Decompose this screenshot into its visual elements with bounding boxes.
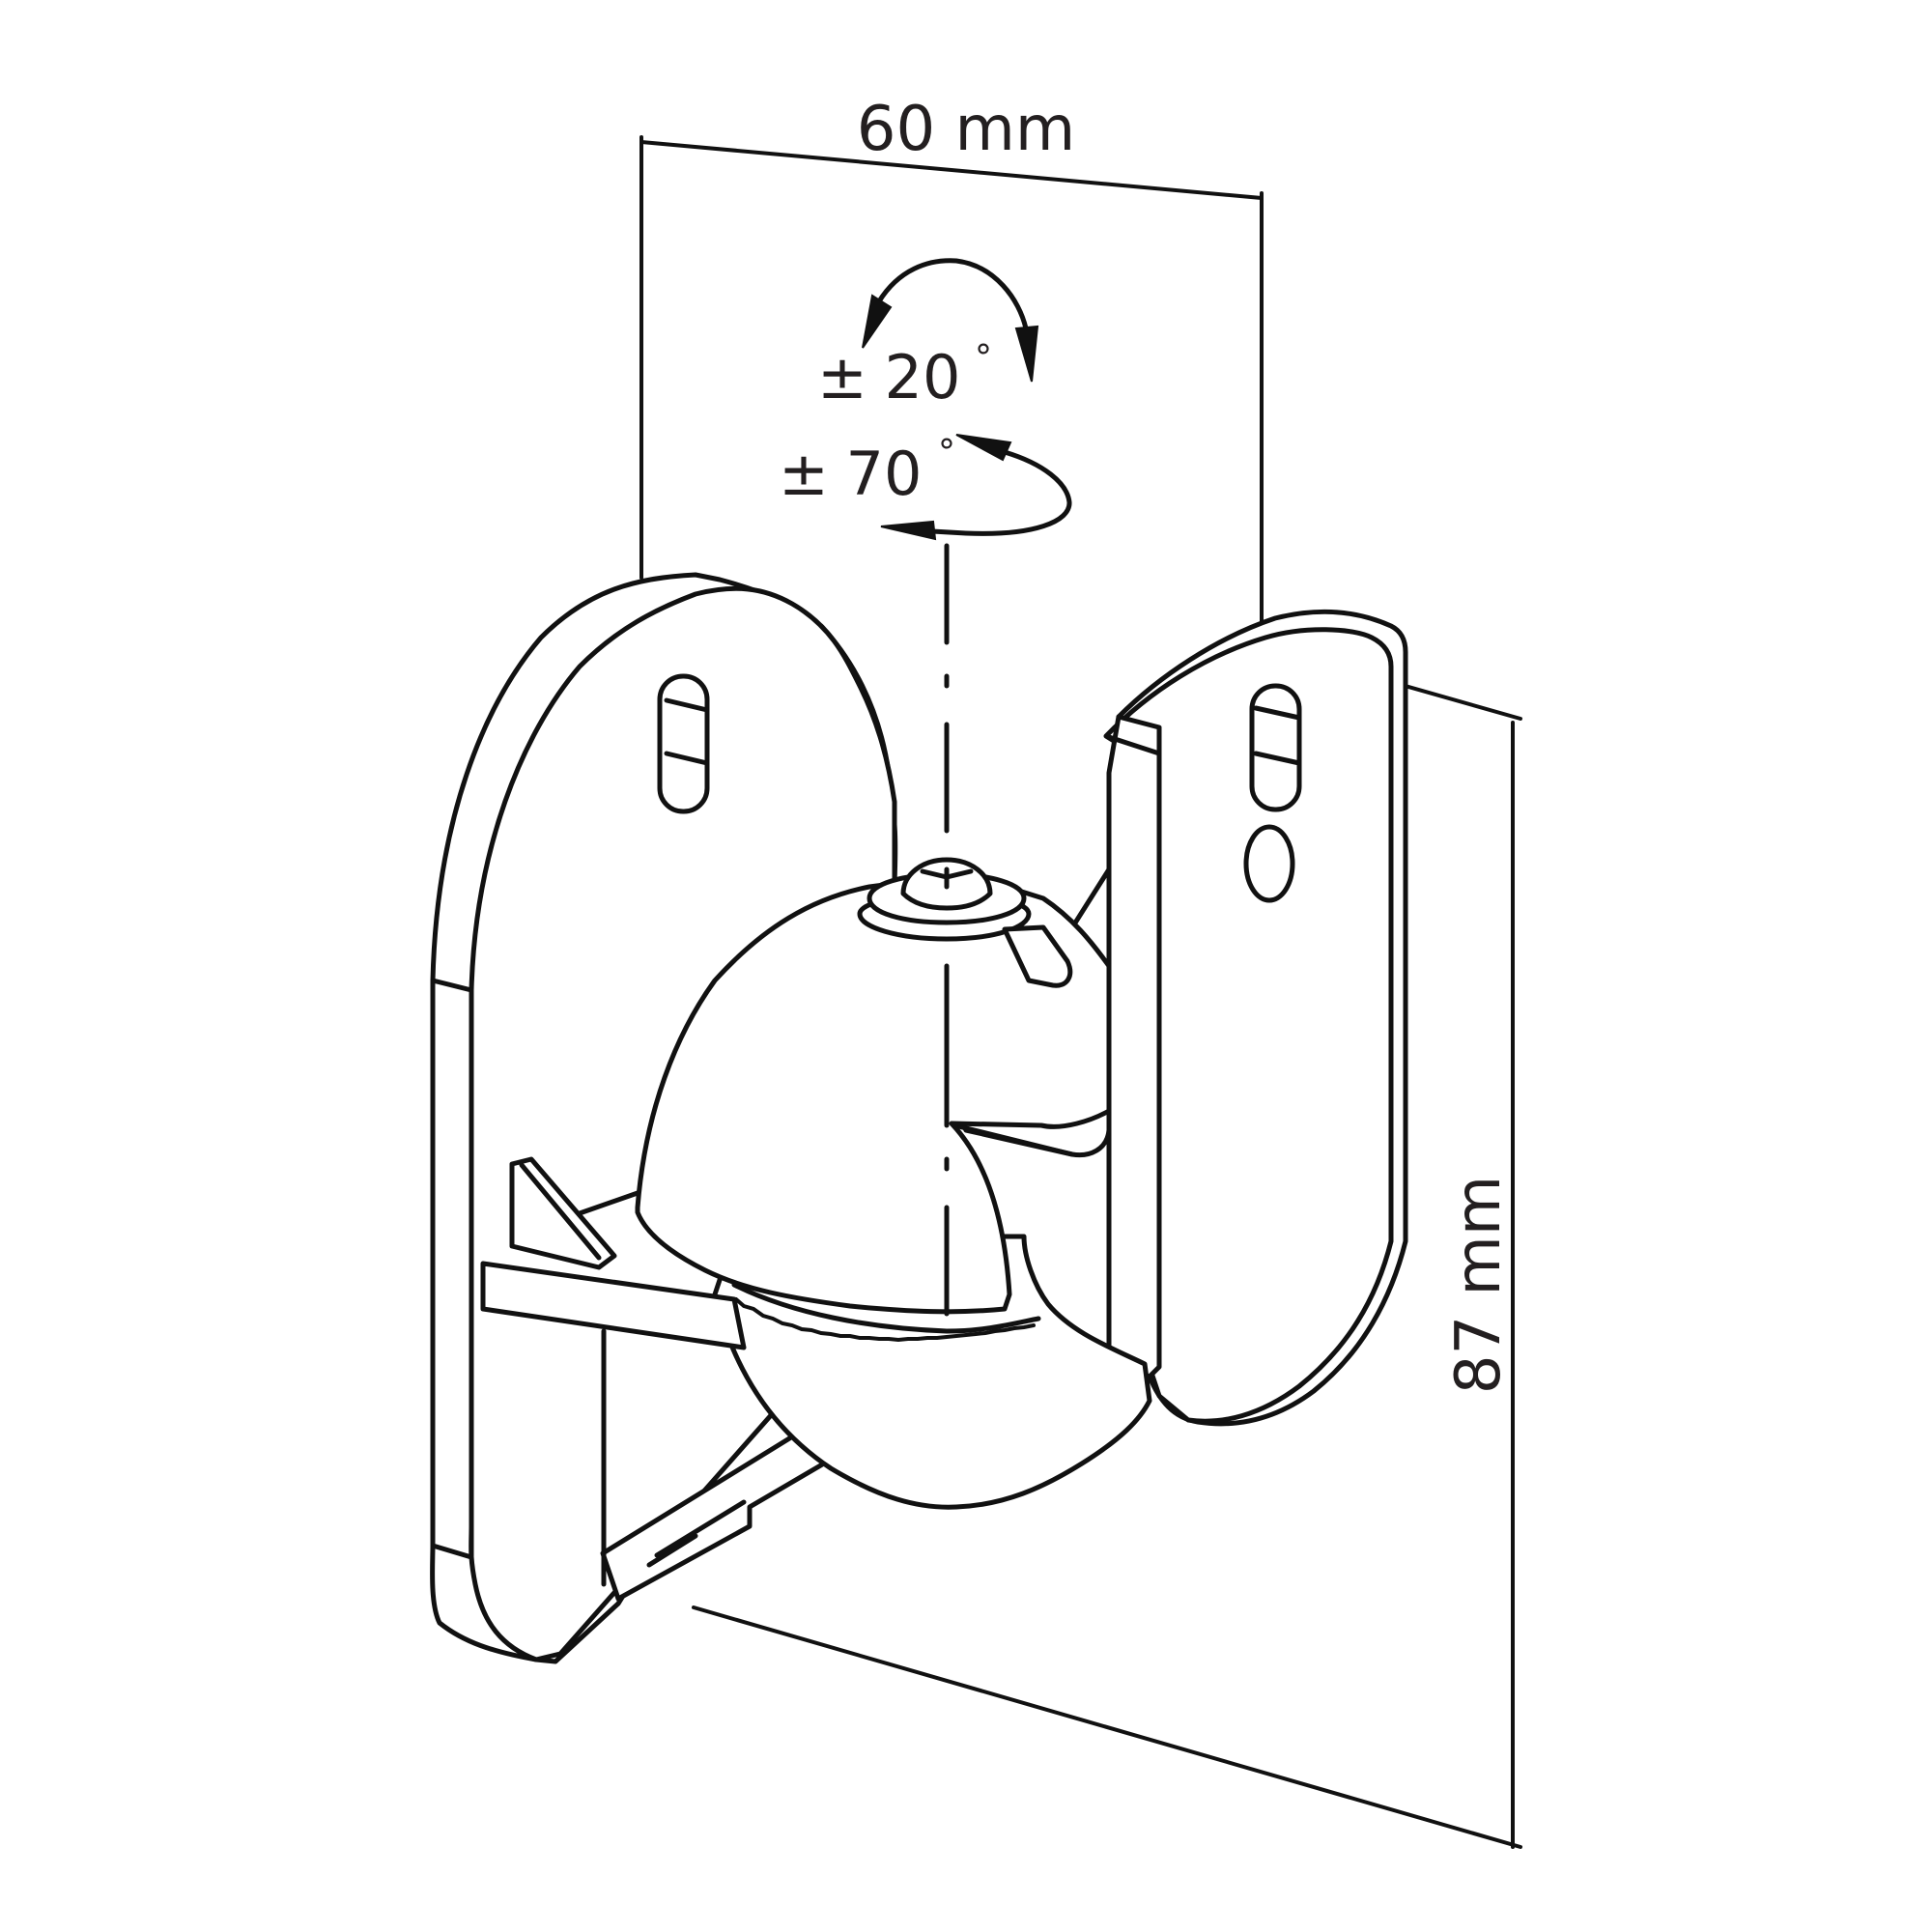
tilt-sign: ± xyxy=(817,342,867,412)
tilt-arrow xyxy=(862,258,1039,383)
tilt-value: 20 xyxy=(885,342,961,412)
mounting-slot-right xyxy=(1249,683,1302,812)
swivel-arrowhead-top xyxy=(955,434,1012,462)
top-screw xyxy=(857,857,1073,988)
tilt-arrowhead-right xyxy=(1014,325,1039,383)
width-label: 60 mm xyxy=(857,94,1075,165)
width-dimension xyxy=(639,135,1264,643)
tilt-arrowhead-left xyxy=(862,294,893,349)
swivel-value: 70 xyxy=(846,439,923,509)
swivel-arrowhead-bottom xyxy=(880,520,937,541)
mounting-slot-left xyxy=(657,673,710,814)
ball-joint xyxy=(480,871,1152,1587)
swivel-sign: ± xyxy=(779,439,829,509)
height-label: 87 mm xyxy=(1443,1176,1515,1394)
bracket-arm-right xyxy=(1103,609,1408,1427)
swivel-unit: ° xyxy=(938,433,955,472)
swivel-arrow xyxy=(880,434,1072,541)
mounting-hole xyxy=(1243,824,1295,903)
tilt-unit: ° xyxy=(975,338,992,378)
